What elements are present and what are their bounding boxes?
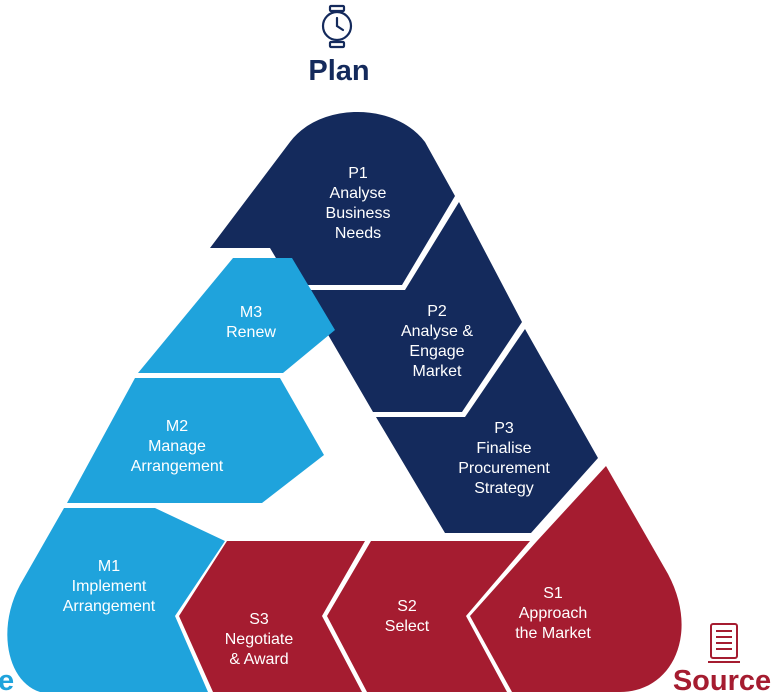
p1-label-line-3: Business bbox=[326, 205, 391, 222]
phase-label-source: Source bbox=[673, 665, 771, 694]
segment-s3[interactable] bbox=[179, 541, 365, 692]
p2-label-line-3: Engage bbox=[409, 343, 464, 360]
plan-arm bbox=[210, 112, 598, 533]
m1-label-line-2: Implement bbox=[72, 578, 147, 595]
watch-icon bbox=[321, 4, 353, 49]
s3-label-line-2: Negotiate bbox=[225, 631, 294, 648]
m1-label-line-1: M1 bbox=[98, 558, 120, 575]
p1-label-line-4: Needs bbox=[335, 225, 381, 242]
p3-label-line-1: P3 bbox=[494, 420, 514, 437]
m3-label-line-2: Renew bbox=[226, 324, 276, 341]
phase-label-manage: e bbox=[0, 665, 14, 694]
s3-label-line-1: S3 bbox=[249, 611, 269, 628]
segment-s1[interactable] bbox=[470, 466, 682, 692]
p3-label-line-2: Finalise bbox=[476, 440, 531, 457]
s1-label-line-1: S1 bbox=[543, 585, 563, 602]
m2-label-line-3: Arrangement bbox=[131, 458, 224, 475]
p2-label-line-2: Analyse & bbox=[401, 323, 473, 340]
p1-label-line-1: P1 bbox=[348, 165, 368, 182]
s2-label-line-2: Select bbox=[385, 618, 430, 635]
m2-label-line-1: M2 bbox=[166, 418, 188, 435]
s1-label-line-3: the Market bbox=[515, 625, 591, 642]
m1-label-line-3: Arrangement bbox=[63, 598, 156, 615]
s3-label-line-3: & Award bbox=[229, 651, 288, 668]
phase-label-plan: Plan bbox=[308, 55, 369, 87]
p3-label-line-3: Procurement bbox=[458, 460, 550, 477]
p1-label-line-2: Analyse bbox=[330, 185, 387, 202]
segment-m3[interactable] bbox=[138, 258, 335, 373]
p3-label-line-4: Strategy bbox=[474, 480, 534, 497]
s1-label-line-2: Approach bbox=[519, 605, 588, 622]
document-icon bbox=[708, 623, 740, 663]
segment-m1[interactable] bbox=[7, 508, 226, 692]
s2-label-line-1: S2 bbox=[397, 598, 417, 615]
segment-m2[interactable] bbox=[67, 378, 324, 503]
p2-label-line-1: P2 bbox=[427, 303, 447, 320]
source-arm bbox=[179, 466, 682, 692]
p2-label-line-4: Market bbox=[413, 363, 462, 380]
segment-p3[interactable] bbox=[376, 329, 598, 533]
segment-s2[interactable] bbox=[327, 541, 530, 692]
segment-p2[interactable] bbox=[302, 202, 522, 412]
m3-label-line-1: M3 bbox=[240, 304, 262, 321]
segment-p1[interactable] bbox=[210, 112, 455, 285]
manage-arm bbox=[7, 258, 335, 692]
m2-label-line-2: Manage bbox=[148, 438, 206, 455]
